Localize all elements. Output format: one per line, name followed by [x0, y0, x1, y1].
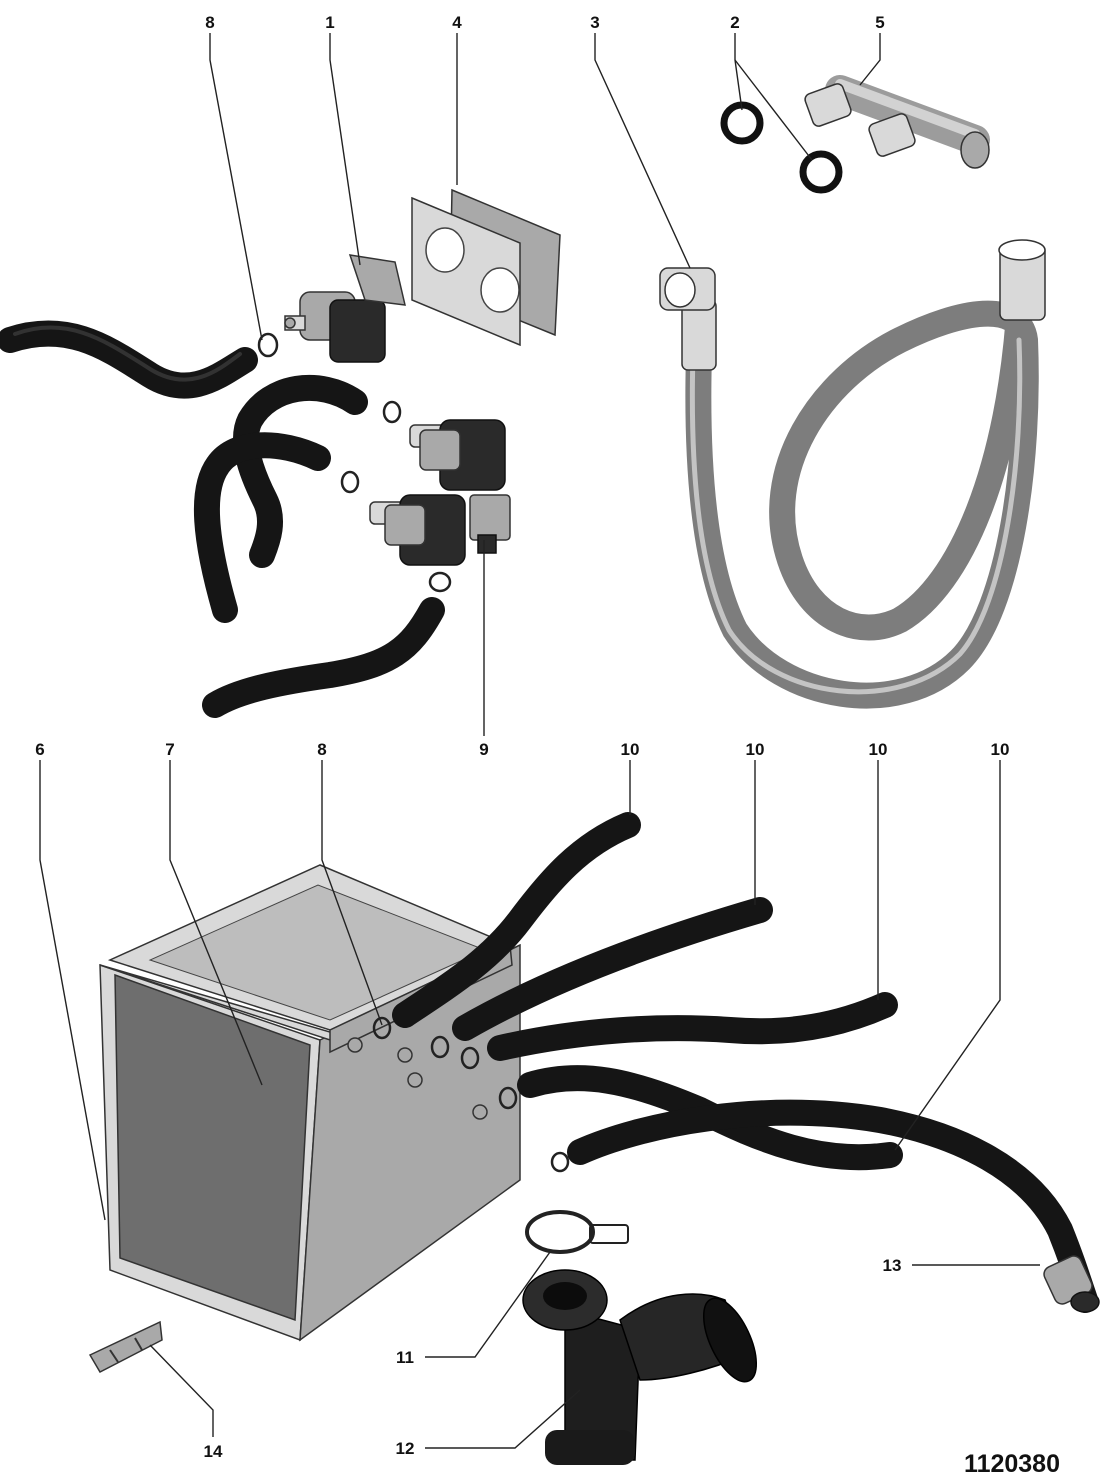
callout-3: 3: [590, 13, 599, 32]
callout-10-b: 10: [746, 740, 765, 759]
valve-cover-plate: [411, 188, 561, 347]
callout-7: 7: [165, 740, 174, 759]
hose-fitting-straight: [998, 239, 1046, 321]
callout-10-c: 10: [869, 740, 888, 759]
callout-8-lower: 8: [317, 740, 326, 759]
callout-6: 6: [35, 740, 44, 759]
clamp-8-upper: [257, 332, 279, 358]
double-inlet-valve: [369, 419, 511, 566]
hose-upper-left: [0, 320, 258, 399]
hoses-to-double-valve: [193, 374, 445, 718]
callout-13: 13: [883, 1256, 902, 1275]
y-piece-connector: [804, 75, 990, 169]
callout-10-d: 10: [991, 740, 1010, 759]
callout-11: 11: [396, 1348, 414, 1367]
leader-lines: [39, 33, 1040, 1449]
dispenser-nozzles: [347, 1037, 488, 1120]
callout-labels: 8 1 4 3 2 5 9 6 7 8 10 10 10 10 13 11 12…: [35, 13, 1009, 1461]
hoses-10: [392, 812, 1098, 1313]
callout-2: 2: [730, 13, 739, 32]
single-inlet-valve: [284, 254, 406, 363]
hose-fitting-elbow: [659, 267, 717, 371]
callout-14: 14: [204, 1442, 223, 1461]
document-number: 1120380: [964, 1450, 1060, 1478]
callout-8-upper: 8: [205, 13, 214, 32]
retaining-clip-14: [88, 1320, 163, 1373]
hose-clip-11: [525, 1210, 629, 1254]
hose-end-fitting-13: [1043, 1255, 1100, 1313]
callout-5: 5: [875, 13, 884, 32]
callout-12: 12: [396, 1439, 415, 1458]
inlet-hose-grey: [685, 287, 1039, 709]
callout-9: 9: [479, 740, 488, 759]
clamps-double-valve: [340, 400, 452, 593]
callout-10-a: 10: [621, 740, 640, 759]
callout-1: 1: [325, 13, 334, 32]
callout-4: 4: [452, 13, 462, 32]
clamps-lower: [372, 1016, 570, 1173]
sump-hose-12: [522, 1269, 758, 1465]
